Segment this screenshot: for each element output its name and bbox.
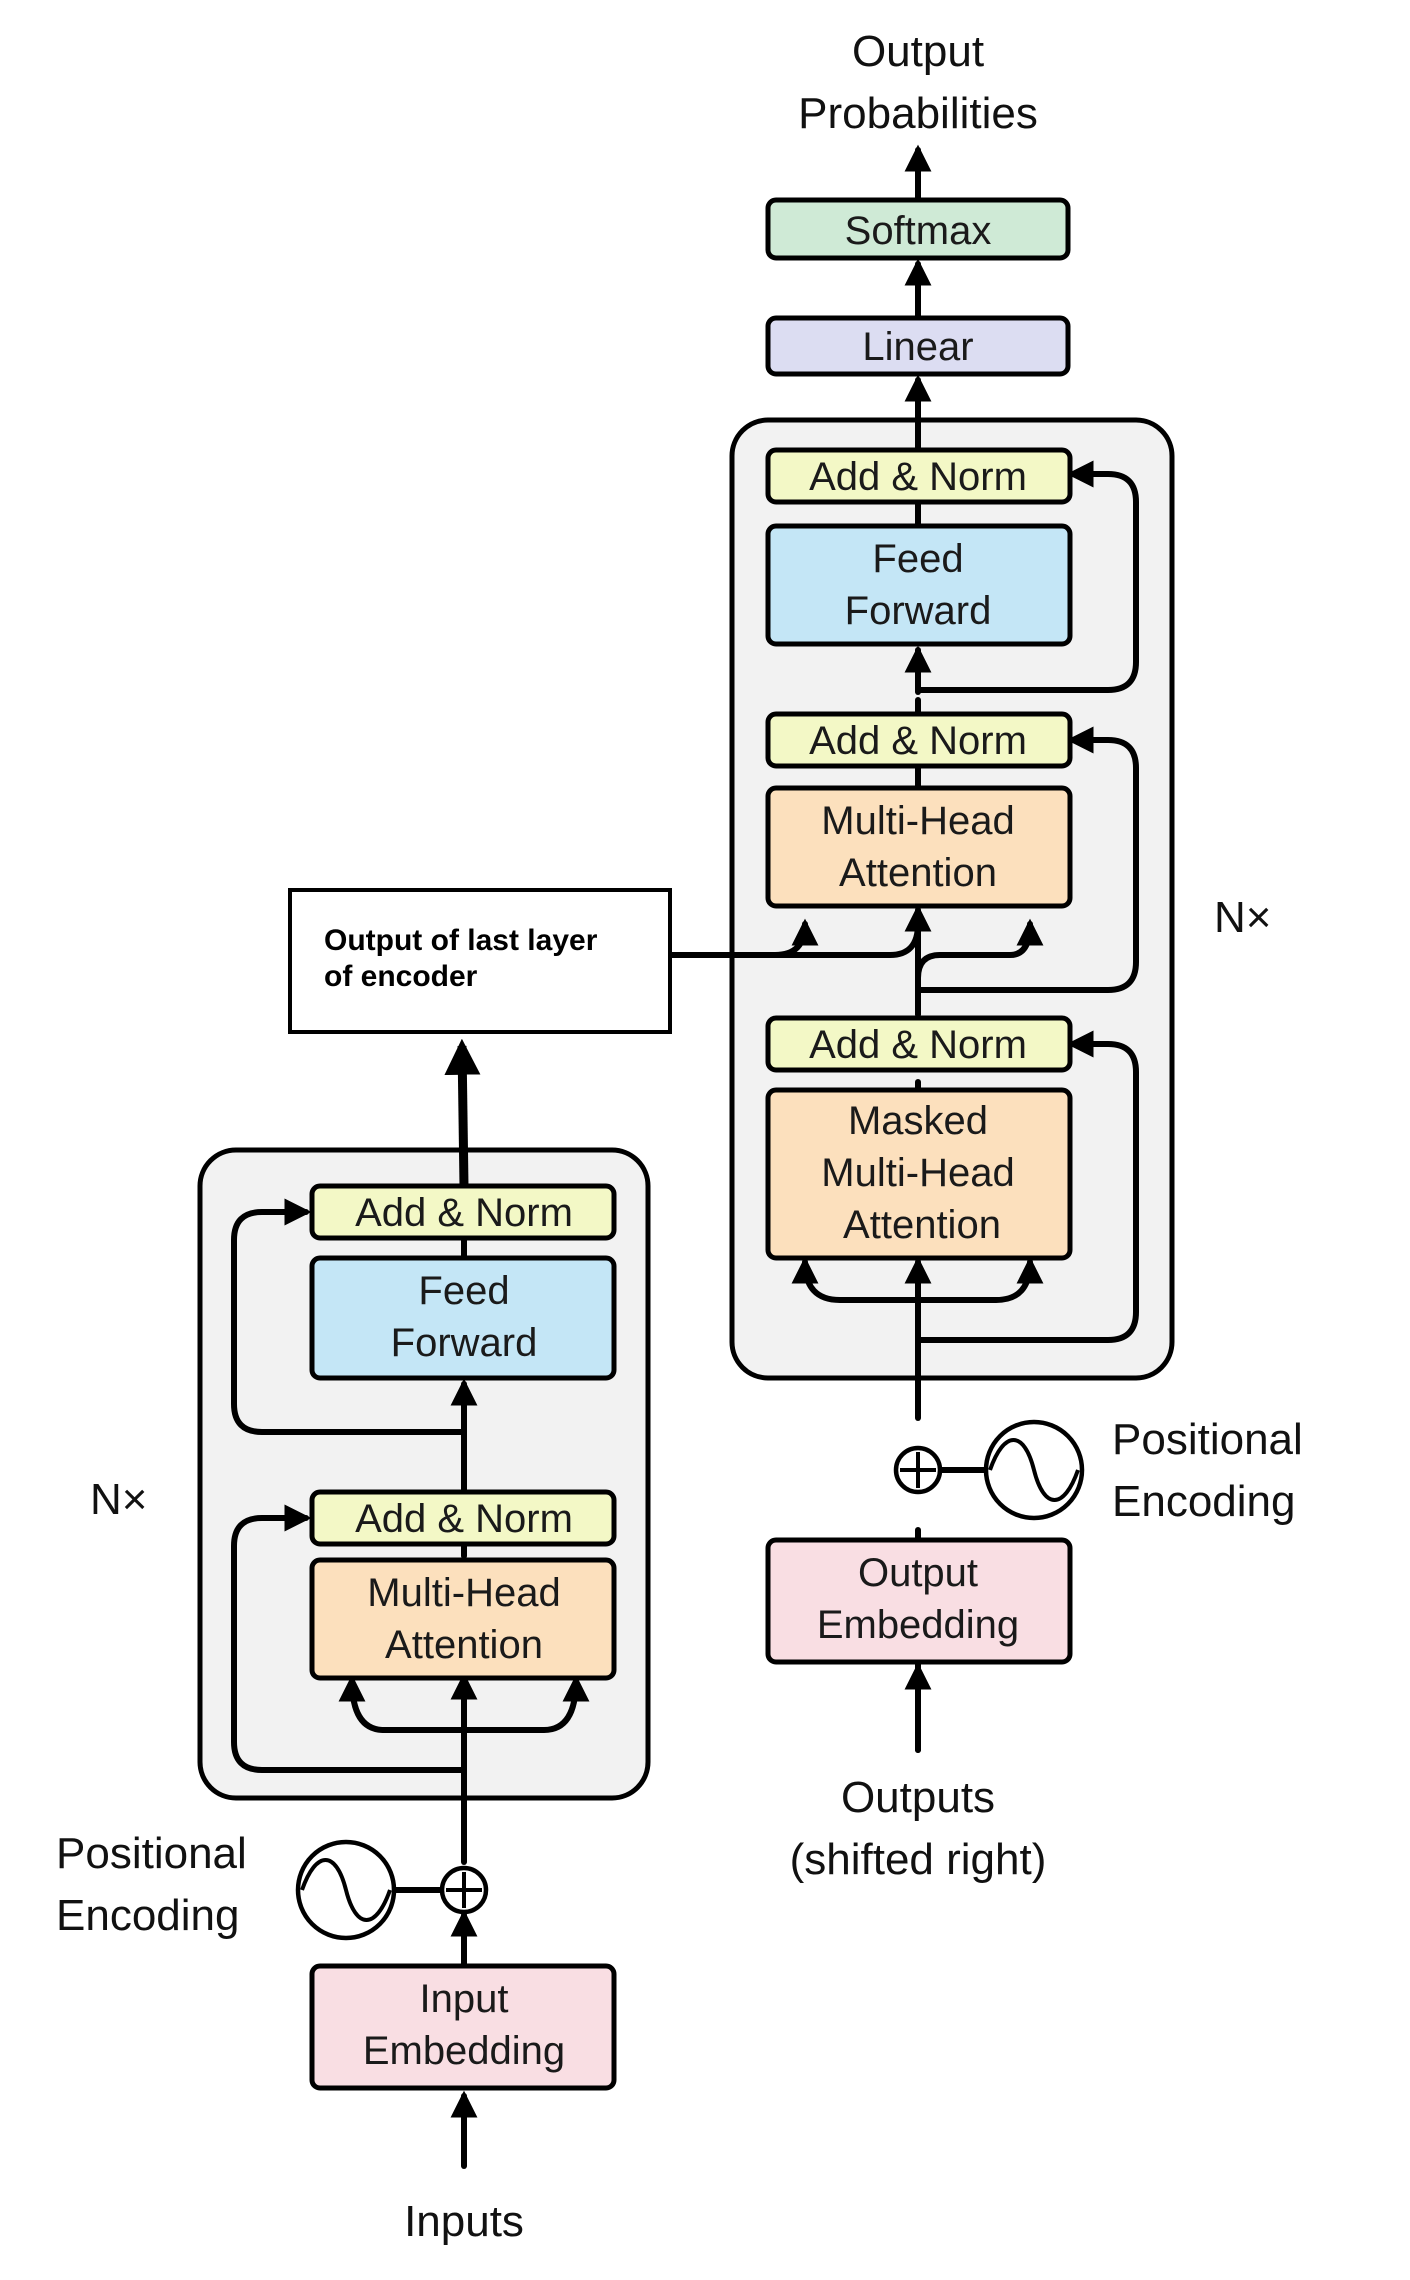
encoder-feed-forward-line2: Forward [391,1321,538,1365]
decoder-cross-attention-line2: Attention [839,851,997,895]
decoder-positional-encoding-line1: Positional [1112,1415,1303,1464]
encoder-add-norm-top: Add & Norm [309,1183,617,1241]
output-embedding: Output Embedding [765,1537,1073,1665]
encoder-positional-encoding-line1: Positional [56,1829,247,1878]
encoder-feed-forward: Feed Forward [309,1255,617,1381]
encoder-output-line1: Output of last layer [324,924,598,957]
decoder-cross-attention: Multi-Head Attention [765,785,1073,909]
decoder-add-norm-bottom: Add & Norm [765,1015,1073,1073]
decoder-positional-encoding [983,1419,1085,1521]
decoder-masked-attention-line2: Multi-Head [821,1151,1014,1195]
output-embedding-line2: Embedding [817,1603,1019,1647]
encoder-attention-line2: Attention [385,1623,543,1667]
input-embedding-line2: Embedding [363,2029,565,2073]
decoder-masked-attention-line1: Masked [848,1099,988,1143]
encoder-attention: Multi-Head Attention [309,1557,617,1681]
encoder-add-norm-bottom: Add & Norm [309,1489,617,1547]
encoder-add-norm-top-label: Add & Norm [355,1191,573,1235]
linear-label: Linear [862,325,973,369]
decoder-nx-label: N× [1214,893,1271,942]
decoder-masked-attention: Masked Multi-Head Attention [765,1087,1073,1261]
decoder-add-norm-mid-label: Add & Norm [809,719,1027,763]
encoder-positional-encoding-line2: Encoding [56,1891,239,1940]
decoder-adder [893,1445,943,1495]
output-embedding-line1: Output [858,1551,978,1595]
output-probabilities-line2: Probabilities [798,89,1038,138]
decoder-feed-forward-line1: Feed [872,537,963,581]
softmax-block: Softmax [765,197,1071,261]
encoder-nx-label: N× [90,1475,147,1524]
linear-block: Linear [765,315,1071,377]
encoder-output-line2: of encoder [324,960,478,993]
input-embedding-line1: Input [420,1977,509,2021]
encoder-stack [197,1147,651,1801]
encoder-output-arrow [444,1038,481,1187]
encoder-adder [439,1865,489,1915]
softmax-label: Softmax [845,209,992,253]
input-embedding: Input Embedding [309,1963,617,2091]
decoder-feed-forward-line2: Forward [845,589,992,633]
outputs-label-line2: (shifted right) [790,1835,1047,1884]
decoder-cross-attention-line1: Multi-Head [821,799,1014,843]
encoder-add-norm-bottom-label: Add & Norm [355,1497,573,1541]
encoder-attention-line1: Multi-Head [367,1571,560,1615]
encoder-output-box: Output of last layer of encoder [288,888,672,1034]
decoder-masked-attention-line3: Attention [843,1203,1001,1247]
decoder-add-norm-bottom-label: Add & Norm [809,1023,1027,1067]
encoder-positional-encoding [295,1839,397,1941]
decoder-add-norm-top: Add & Norm [765,447,1073,505]
inputs-label: Inputs [404,2197,524,2246]
decoder-positional-encoding-line2: Encoding [1112,1477,1295,1526]
decoder-add-norm-mid: Add & Norm [765,711,1073,769]
decoder-add-norm-top-label: Add & Norm [809,455,1027,499]
output-probabilities-line1: Output [852,27,984,76]
encoder-feed-forward-line1: Feed [418,1269,509,1313]
outputs-label-line1: Outputs [841,1773,995,1822]
decoder-feed-forward: Feed Forward [765,523,1073,647]
